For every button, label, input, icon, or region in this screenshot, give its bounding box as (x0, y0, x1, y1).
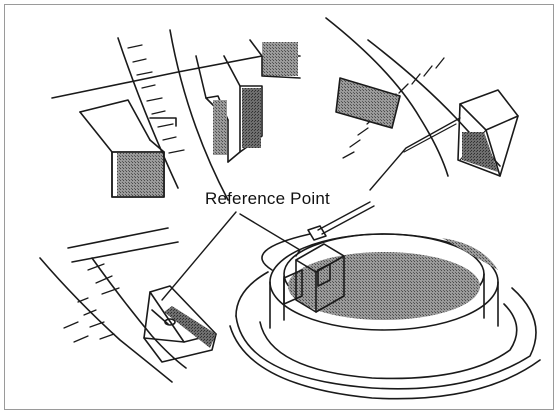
top-left-block-pair (51, 29, 301, 201)
bottom-left-pin-block (39, 227, 217, 383)
scale-ticks-bottom-left (63, 263, 120, 343)
ring-with-reference-block (229, 225, 541, 400)
top-right-wedge (325, 17, 519, 191)
reference-point-label: Reference Point (205, 189, 330, 208)
scale-ticks-top-left (127, 44, 185, 154)
